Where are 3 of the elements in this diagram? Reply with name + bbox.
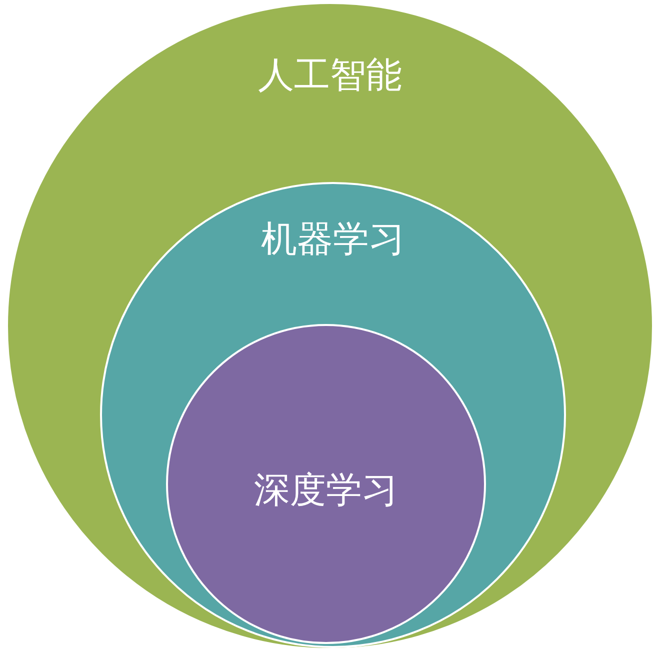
circle-label: 人工智能 [258,54,402,98]
circle-label: 深度学习 [254,469,398,513]
circle-label: 机器学习 [261,218,405,262]
